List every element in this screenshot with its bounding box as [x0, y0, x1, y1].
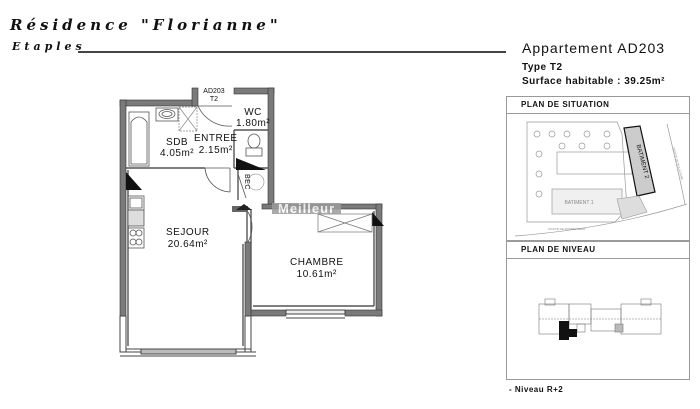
watermark: Meilleur — [272, 202, 342, 215]
room-chambre: CHAMBRE 10.61m² — [290, 257, 344, 281]
room-area: 1.80m² — [236, 118, 271, 129]
shower-icon — [178, 106, 198, 132]
residence-city: Etaples — [12, 40, 86, 53]
unit-tag: AD203 T2 — [200, 88, 228, 104]
shaft-markers — [126, 158, 384, 226]
sejour-window-bay — [119, 315, 256, 357]
level-title: PLAN DE NIVEAU — [507, 242, 689, 259]
bathtub-icon — [128, 111, 150, 167]
sink-icon — [155, 107, 179, 122]
road-right-label: ROUTE DE BOULOGNE — [672, 147, 684, 180]
kitchen-icon — [127, 195, 145, 249]
building-1-label: BATIMENT 1 — [565, 200, 594, 206]
level-map — [538, 298, 662, 340]
unit-type: T2 — [209, 96, 219, 103]
level-label: - Niveau R+2 — [509, 385, 564, 394]
situation-title: PLAN DE SITUATION — [507, 97, 689, 114]
closet-label: BEC — [243, 174, 250, 190]
room-area: 20.64m² — [167, 239, 208, 250]
room-area: 4.05m² — [160, 148, 195, 159]
title-underline — [78, 51, 506, 53]
road-bottom-label: ROUTE DE FROMENSENT — [548, 227, 586, 231]
apartment-title: Appartement AD203 — [522, 40, 666, 56]
residence-title: Résidence "Florianne" — [10, 16, 282, 34]
room-sejour: SEJOUR 20.64m² — [166, 227, 210, 251]
toilet-icon — [245, 133, 263, 157]
room-area: 10.61m² — [296, 269, 337, 280]
room-name: WC — [244, 107, 262, 118]
room-entree: ENTREE 2.15m² — [194, 133, 238, 157]
building-2-icon: BATIMENT 2 — [623, 125, 656, 197]
unit-id: AD203 — [203, 88, 225, 95]
room-name: ENTREE — [194, 133, 238, 144]
room-sdb: SDB 4.05m² — [160, 137, 194, 159]
situation-map: BATIMENT 2 BATIMENT 1 ROUTE DE FROMENSEN… — [514, 121, 688, 237]
room-area: 2.15m² — [198, 145, 233, 156]
bec-circle — [247, 173, 265, 191]
apartment-type: Type T2 — [522, 62, 563, 73]
room-name: CHAMBRE — [290, 257, 344, 268]
unit-highlight — [559, 321, 569, 340]
situation-panel: PLAN DE SITUATION BATIMENT 2 BATIMENT 1 … — [506, 96, 690, 241]
doors — [197, 105, 253, 243]
room-wc: WC 1.80m² — [236, 107, 270, 129]
wardrobe-icon — [317, 213, 373, 233]
unit-highlight-part — [569, 329, 577, 337]
room-name: SDB — [166, 137, 189, 148]
level-panel: PLAN DE NIVEAU — [506, 241, 690, 380]
room-name: SEJOUR — [166, 227, 210, 238]
chambre-window — [285, 309, 346, 319]
apartment-surface: Surface habitable : 39.25m² — [522, 76, 665, 87]
